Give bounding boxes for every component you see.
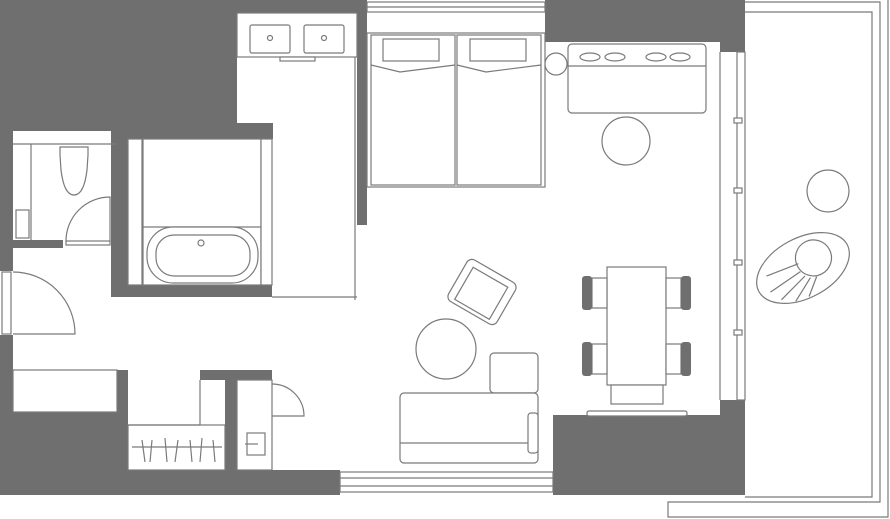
closet [12,369,226,471]
balcony [667,0,889,518]
living-area [399,258,539,464]
balcony-table [806,169,850,213]
nightstand [544,52,568,76]
ottoman [489,352,539,394]
side-table [601,116,651,166]
walls [0,0,745,495]
dining-table [606,266,667,386]
beds [366,32,568,188]
coffee-table [415,318,477,380]
powder-room [236,379,305,471]
window-bedroom [366,1,546,13]
entrance-door [1,271,76,335]
daybed [567,43,707,166]
balcony-lounger [756,232,850,304]
toilet-room [13,143,117,246]
sink-left [249,24,291,54]
vanity [236,12,358,300]
window-living-bottom [339,471,554,493]
sink-right [303,24,345,54]
armchair [447,258,517,326]
bathroom [127,138,273,286]
toilet [59,146,89,196]
dining-area [582,266,691,417]
window-balcony-door [719,51,746,401]
sofa [399,392,539,464]
toilet-door-swing [65,196,111,243]
